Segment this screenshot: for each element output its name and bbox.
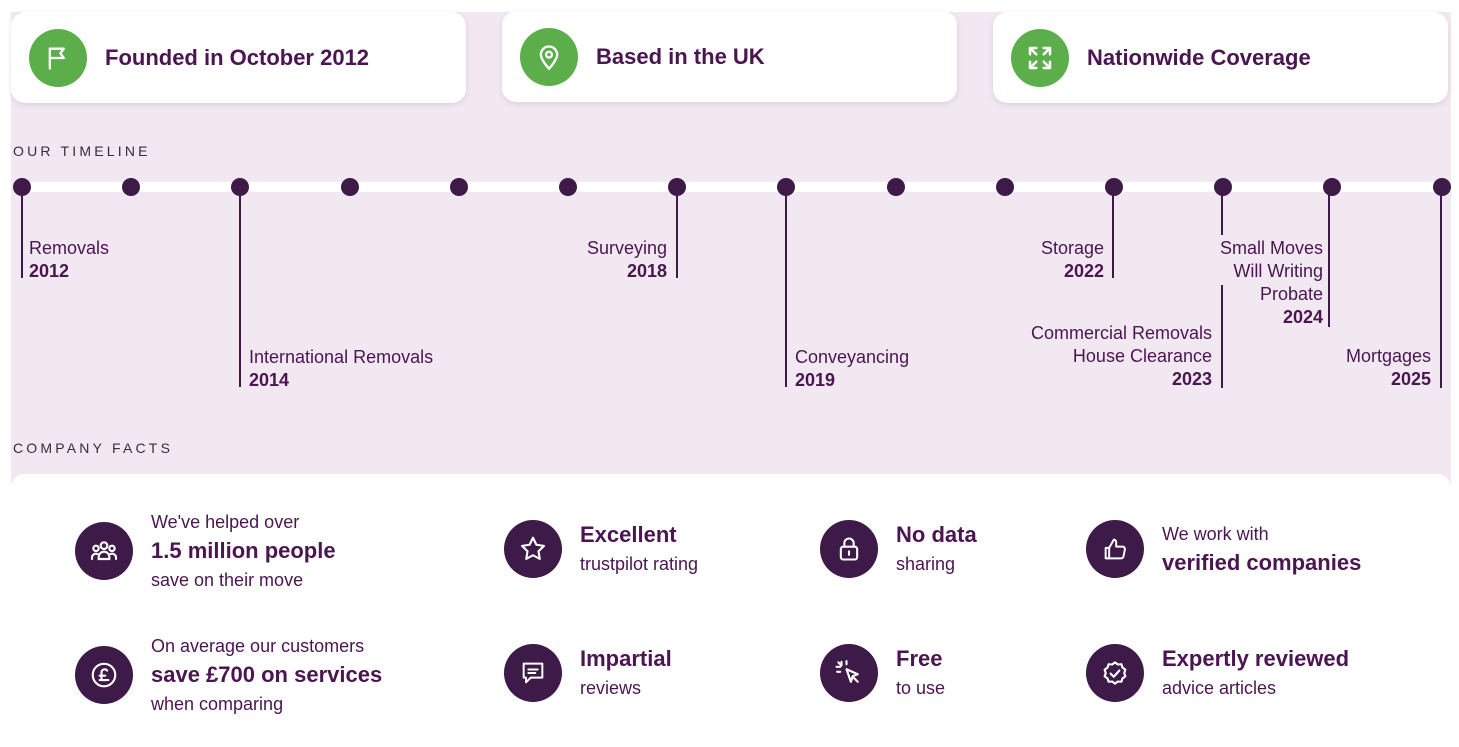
timeline-dot: [449, 178, 468, 196]
fact-no-data-sharing: No data sharing: [820, 520, 977, 578]
timeline-event-2025: Mortgages 2025: [1346, 345, 1431, 391]
fact-bold: save £700 on services: [151, 662, 383, 687]
event-year: 2023: [1171, 369, 1212, 389]
event-title: House Clearance: [1072, 346, 1212, 366]
fact-post: to use: [896, 678, 946, 698]
event-title: Removals: [29, 238, 110, 258]
fact-bold: Excellent: [580, 522, 677, 547]
event-title: Surveying: [586, 238, 667, 258]
fact-post: reviews: [580, 678, 642, 698]
card-location-label: Based in the UK: [596, 43, 765, 69]
fact-bold: No data: [896, 522, 977, 547]
fact-post: advice articles: [1162, 678, 1277, 698]
timeline-event-2012: Removals 2012: [29, 237, 109, 283]
fact-impartial-reviews: Impartial reviews: [504, 644, 672, 702]
timeline-stem: [1221, 187, 1223, 235]
card-location: Based in the UK: [502, 11, 957, 102]
fact-free-to-use: Free to use: [820, 644, 945, 702]
event-title: Small Moves: [1219, 238, 1323, 258]
fact-bold: Expertly reviewed: [1162, 646, 1350, 671]
speech-bubble-icon: [504, 644, 562, 702]
timeline-stem: [239, 187, 241, 387]
star-icon: [504, 520, 562, 578]
event-title: Mortgages: [1345, 346, 1431, 366]
event-year: 2022: [1063, 261, 1104, 281]
fact-post: trustpilot rating: [580, 554, 699, 574]
event-title: Will Writing: [1233, 261, 1323, 281]
padlock-icon: [820, 520, 878, 578]
timeline-event-2022: Storage 2022: [1041, 237, 1104, 283]
fact-pre: We've helped over: [151, 512, 300, 532]
thumbs-up-icon: [1086, 520, 1144, 578]
facts-heading: COMPANY FACTS: [13, 440, 174, 456]
timeline-heading: OUR TIMELINE: [13, 143, 151, 159]
timeline-dot: [559, 178, 577, 196]
flag-icon: [29, 28, 87, 87]
timeline-stem: [1440, 187, 1442, 388]
facts-card: [11, 474, 1451, 747]
fact-pre: On average our customers: [151, 636, 365, 656]
timeline-stem: [676, 187, 678, 278]
card-coverage-label: Nationwide Coverage: [1087, 44, 1311, 70]
fact-bold: Free: [896, 646, 943, 671]
timeline-event-2018: Surveying 2018: [587, 237, 667, 283]
event-year: 2025: [1390, 369, 1431, 389]
timeline-event-2019: Conveyancing 2019: [795, 346, 909, 392]
event-year: 2012: [29, 261, 70, 281]
timeline-event-2014: International Removals 2014: [249, 346, 433, 392]
fact-verified-companies: We work with verified companies: [1086, 520, 1361, 578]
fact-bold: verified companies: [1162, 550, 1362, 575]
timeline-dot: [886, 178, 905, 196]
fact-trustpilot: Excellent trustpilot rating: [504, 520, 698, 578]
timeline-stem: [1328, 187, 1330, 327]
timeline-dot: [1323, 178, 1342, 196]
card-founded: Founded in October 2012: [11, 12, 466, 103]
expand-arrows-icon: [1011, 28, 1069, 87]
pound-icon: [75, 646, 133, 704]
fact-average-savings: On average our customers save £700 on se…: [75, 632, 382, 718]
verified-badge-icon: [1086, 644, 1144, 702]
timeline-dot: [340, 178, 359, 196]
fact-expertly-reviewed: Expertly reviewed advice articles: [1086, 644, 1349, 702]
fact-post: sharing: [896, 554, 956, 574]
cursor-click-icon: [820, 644, 878, 702]
timeline-event-2023: Commercial Removals House Clearance 2023: [1031, 322, 1212, 391]
timeline-dot: [1105, 178, 1123, 196]
event-title: Conveyancing: [795, 347, 910, 367]
timeline-stem: [1112, 187, 1114, 278]
event-year: 2014: [249, 370, 290, 390]
timeline-stem: [785, 187, 787, 387]
fact-pre: We work with: [1162, 524, 1269, 544]
fact-bold: Impartial: [580, 646, 672, 671]
timeline-dot: [122, 178, 141, 196]
fact-bold: 1.5 million people: [151, 538, 336, 563]
timeline-event-2024: Small Moves Will Writing Probate 2024: [1220, 237, 1323, 329]
timeline-stem: [1221, 285, 1223, 388]
event-title: International Removals: [249, 347, 434, 367]
people-icon: [75, 522, 133, 580]
card-coverage: Nationwide Coverage: [993, 12, 1448, 103]
event-title: Storage: [1040, 238, 1104, 258]
event-year: 2019: [795, 370, 836, 390]
card-founded-label: Founded in October 2012: [105, 44, 370, 70]
timeline-stem: [21, 187, 23, 278]
event-year: 2024: [1282, 307, 1323, 327]
timeline-dot: [995, 178, 1014, 196]
event-title: Probate: [1259, 284, 1323, 304]
timeline-track: [22, 182, 1440, 192]
timeline-dot: [1214, 178, 1233, 196]
event-title: Commercial Removals: [1030, 323, 1212, 343]
event-year: 2018: [626, 261, 667, 281]
fact-people-helped: We've helped over 1.5 million people sav…: [75, 508, 336, 594]
fact-post: save on their move: [151, 570, 304, 590]
fact-post: when comparing: [151, 694, 284, 714]
location-pin-icon: [520, 27, 578, 86]
